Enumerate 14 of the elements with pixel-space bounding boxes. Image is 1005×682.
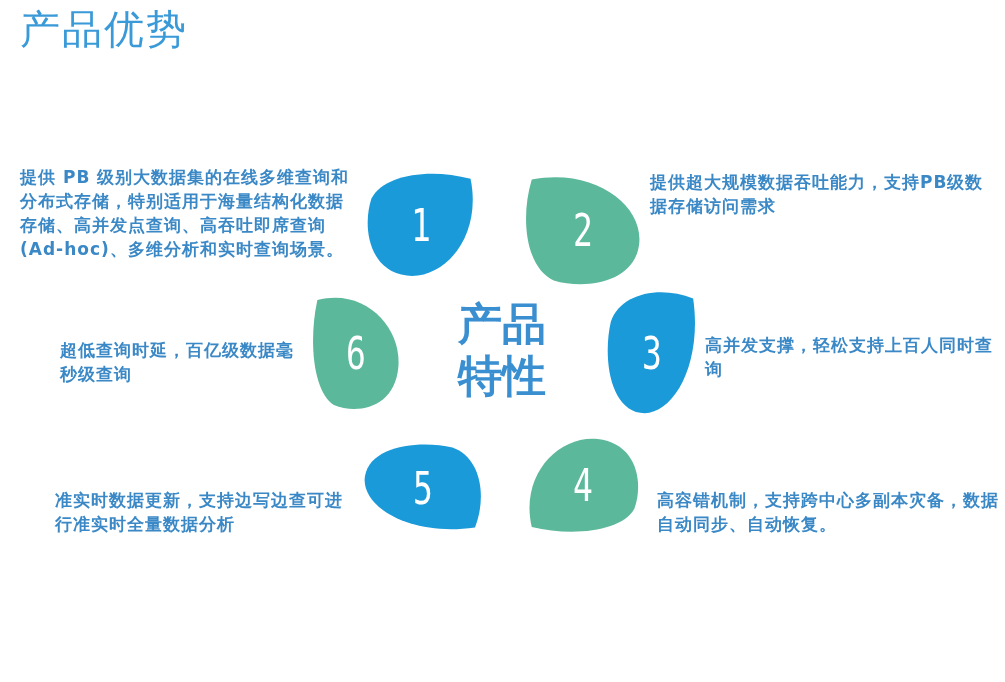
center-heading: 产品特性 [456,298,547,402]
feature-description: 准实时数据更新，支持边写边查可进行准实时全量数据分析 [55,489,344,536]
feature-description: 超低查询时延，百亿级数据毫秒级查询 [60,339,295,386]
petal-number: 5 [412,462,433,513]
petal-number: 4 [573,459,593,511]
petal-number: 1 [411,199,431,251]
title: 产品优势 [20,5,188,54]
petal-number: 2 [573,204,593,256]
petal-number: 6 [346,327,366,378]
feature-description: 提供 PB 级别大数据集的在线多维查询和分布式存储，特别适用于海量结构化数据存储、高并发点查询、高吞吐即席查询(Ad-hoc)、多维分析和实时查询场景。 [20,166,350,261]
petal-number: 3 [642,327,662,379]
feature-description: 高容错机制，支持跨中心多副本灾备，数据自动同步、自动恢复。 [657,489,1000,536]
feature-description: 高并发支撑，轻松支持上百人同时查询 [705,334,994,381]
feature-description: 提供超大规模数据吞吐能力，支持PB级数据存储访问需求 [650,171,985,218]
